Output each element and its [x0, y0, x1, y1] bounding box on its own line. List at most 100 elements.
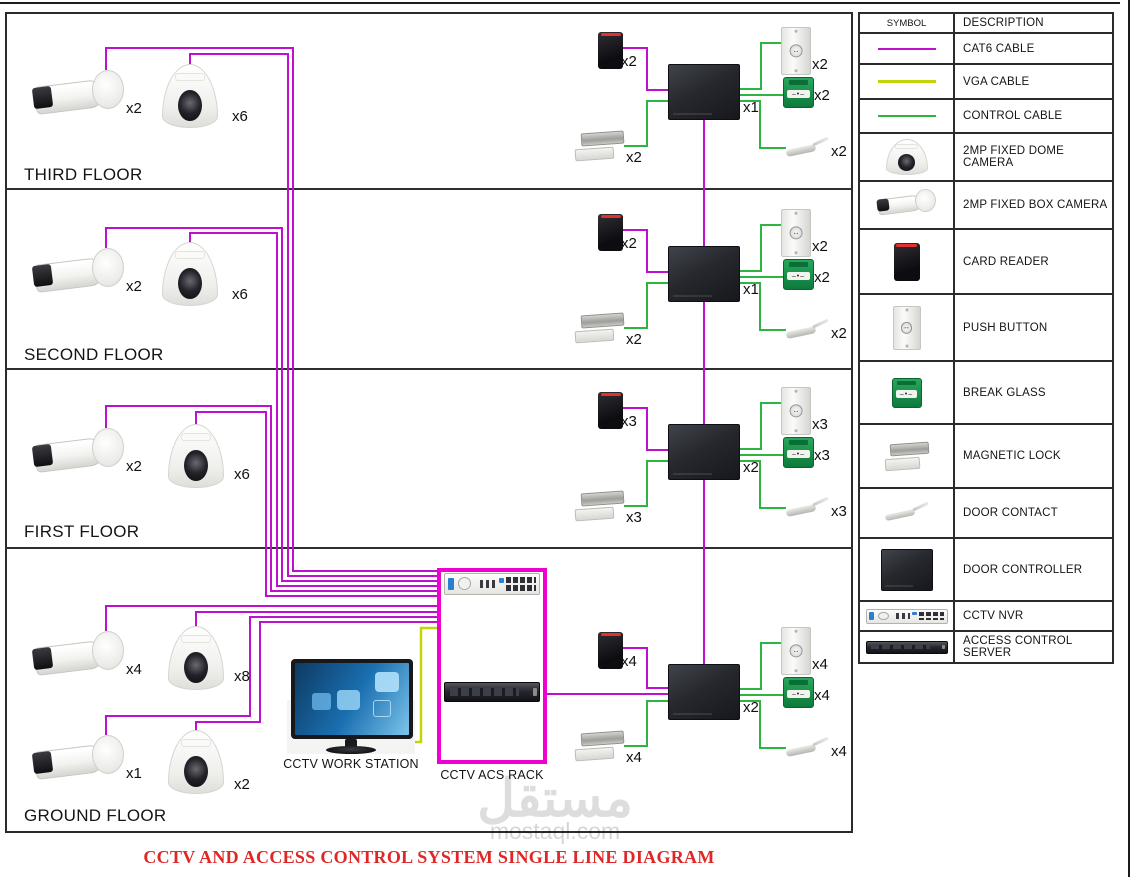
push-button-icon: [781, 387, 811, 435]
legend-row: CAT6 CABLE: [860, 34, 1112, 65]
rack-label: CCTV ACS RACK: [440, 768, 544, 782]
push-button-count-label: x2: [812, 56, 828, 73]
legend-row: 2MP FIXED BOX CAMERA: [860, 182, 1112, 230]
page-right-rule: [1128, 0, 1130, 877]
bullet-count-label: x4: [126, 661, 142, 678]
floor-label: SECOND FLOOR: [24, 345, 164, 364]
bullet-camera-icon: [34, 246, 124, 304]
door-contact-count-label: x2: [831, 143, 847, 160]
bullet-camera-icon: [34, 426, 124, 484]
floor-label: THIRD FLOOR: [24, 165, 143, 184]
push-button-icon: [892, 305, 921, 350]
push-button-count-label: x4: [812, 656, 828, 673]
break-glass-icon: [783, 259, 814, 290]
card-reader-icon: [598, 392, 623, 429]
control-line-icon: [877, 115, 936, 117]
door-controller-icon: [880, 548, 933, 591]
door-contact-icon: [784, 135, 830, 162]
magnetic-lock-count-label: x2: [626, 331, 642, 348]
magnetic-lock-count-label: x4: [626, 749, 642, 766]
card-reader-icon: [598, 214, 623, 251]
floor-divider: [5, 188, 853, 190]
cctv-nvr-icon: [444, 573, 540, 595]
break-glass-icon: [783, 437, 814, 468]
card-reader-count-label: x3: [621, 413, 637, 430]
legend-row: DOOR CONTROLLER: [860, 539, 1112, 602]
door-contact-icon: [884, 501, 930, 525]
monitor-icon: [291, 659, 413, 739]
legend-header-row: SYMBOL DESCRIPTION: [860, 14, 1112, 34]
magnetic-lock-icon: [885, 442, 929, 471]
workstation-label: CCTV WORK STATION: [283, 757, 419, 771]
door-controller-count-label: x1: [743, 99, 759, 116]
dome-camera-icon: [885, 139, 928, 175]
legend-row: 2MP FIXED DOME CAMERA: [860, 134, 1112, 182]
door-controller-icon: [668, 64, 740, 120]
dome-count-label: x2: [234, 776, 250, 793]
magnetic-lock-icon: [575, 490, 624, 521]
bullet-count-label: x1: [126, 765, 142, 782]
legend-symbol-header: SYMBOL: [860, 14, 955, 32]
break-glass-icon: [891, 377, 922, 408]
cctv-acs-rack: [437, 568, 547, 764]
diagram-title: CCTV AND ACCESS CONTROL SYSTEM SINGLE LI…: [143, 847, 715, 867]
legend-row: DOOR CONTACT: [860, 489, 1112, 539]
push-button-icon: [781, 27, 811, 75]
dome-count-label: x8: [234, 668, 250, 685]
legend-description-header: DESCRIPTION: [963, 17, 1044, 29]
cat6-line-icon: [877, 47, 936, 50]
bullet-count-label: x2: [126, 458, 142, 475]
legend-row: CCTV NVR: [860, 602, 1112, 632]
dome-count-label: x6: [232, 108, 248, 125]
bullet-count-label: x2: [126, 278, 142, 295]
door-contact-icon: [784, 735, 830, 762]
bullet-camera-icon: [34, 733, 124, 791]
door-controller-icon: [668, 424, 740, 480]
monitor-base: [326, 746, 376, 754]
cctv-nvr-icon: [865, 608, 948, 624]
floor-label: FIRST FLOOR: [24, 522, 140, 541]
access-control-server-icon: [444, 682, 540, 702]
door-controller-count-label: x2: [743, 459, 759, 476]
floor-divider: [5, 547, 853, 549]
floor-divider: [5, 368, 853, 370]
card-reader-count-label: x2: [621, 53, 637, 70]
door-contact-count-label: x4: [831, 743, 847, 760]
dome-count-label: x6: [234, 466, 250, 483]
card-reader-icon: [893, 242, 920, 281]
bullet-count-label: x2: [126, 100, 142, 117]
legend-row: MAGNETIC LOCK: [860, 425, 1112, 489]
card-reader-count-label: x2: [621, 235, 637, 252]
legend-row: CONTROL CABLE: [860, 100, 1112, 134]
bullet-camera-icon: [34, 68, 124, 126]
push-button-icon: [781, 627, 811, 675]
break-glass-icon: [783, 77, 814, 108]
card-reader-count-label: x4: [621, 653, 637, 670]
bullet-camera-icon: [34, 629, 124, 687]
monitor-screen: [295, 663, 409, 735]
legend-row: VGA CABLE: [860, 65, 1112, 100]
magnetic-lock-icon: [575, 312, 624, 343]
magnetic-lock-count-label: x2: [626, 149, 642, 166]
door-contact-icon: [784, 317, 830, 344]
door-controller-icon: [668, 664, 740, 720]
magnetic-lock-icon: [575, 130, 624, 161]
door-contact-count-label: x3: [831, 503, 847, 520]
bullet-camera-icon: [878, 188, 936, 222]
floor-label: GROUND FLOOR: [24, 806, 167, 825]
break-glass-icon: [783, 677, 814, 708]
card-reader-icon: [598, 632, 623, 669]
door-contact-icon: [784, 495, 830, 522]
break-glass-count-label: x2: [814, 269, 830, 286]
legend-row: CARD READER: [860, 230, 1112, 295]
legend-row: BREAK GLASS: [860, 362, 1112, 425]
break-glass-count-label: x4: [814, 687, 830, 704]
legend-row: PUSH BUTTON: [860, 295, 1112, 362]
push-button-count-label: x2: [812, 238, 828, 255]
card-reader-icon: [598, 32, 623, 69]
door-contact-count-label: x2: [831, 325, 847, 342]
break-glass-count-label: x2: [814, 87, 830, 104]
access-control-server-icon: [865, 640, 948, 654]
vga-line-icon: [877, 80, 936, 83]
